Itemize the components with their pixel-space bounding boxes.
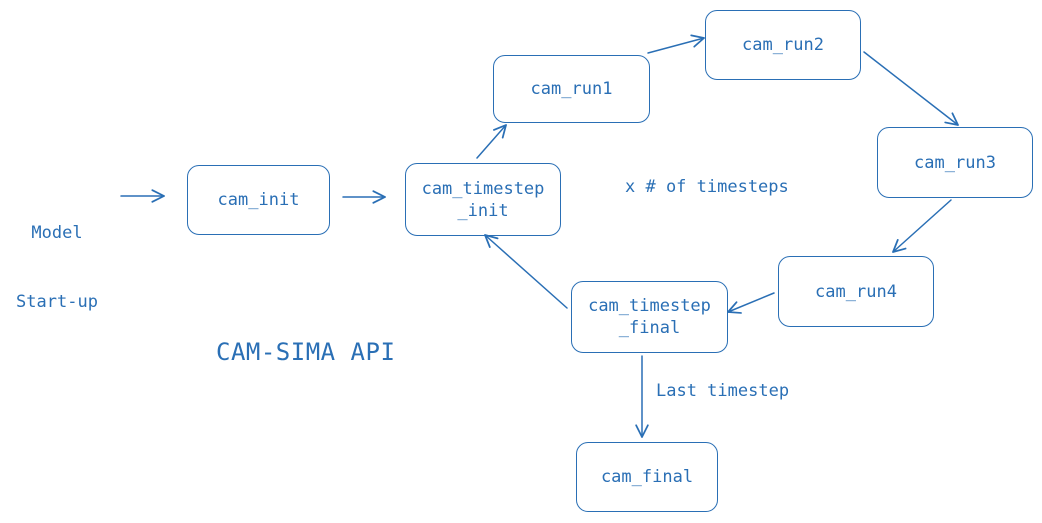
start-label-line-1: Model	[31, 223, 83, 243]
node-cam-init-label: cam_init	[217, 190, 300, 210]
node-cam-final-label: cam_final	[600, 467, 694, 487]
node-cam-timestep-final-label-1: cam_timestep	[588, 296, 711, 316]
exit-label: Last timestep	[656, 381, 790, 401]
node-cam-run3[interactable]: cam_run3	[877, 127, 1033, 198]
node-cam-timestep-final[interactable]: cam_timestep _final	[571, 281, 728, 353]
node-cam-run4[interactable]: cam_run4	[778, 256, 934, 327]
node-cam-run4-label: cam_run4	[815, 281, 897, 302]
edge-run4-to-timestep-final	[727, 292, 775, 314]
node-cam-final[interactable]: cam_final	[576, 442, 718, 512]
node-cam-init[interactable]: cam_init	[187, 165, 330, 235]
node-cam-run3-label: cam_run3	[914, 152, 996, 173]
loop-label: x # of timesteps	[625, 177, 789, 197]
node-cam-run1[interactable]: cam_run1	[493, 55, 650, 123]
edge-timestep-init-to-run1	[476, 124, 507, 159]
node-cam-timestep-init-label-2: _init	[457, 200, 509, 221]
edge-run1-to-run2	[647, 34, 705, 54]
node-cam-run1-label: cam_run1	[530, 79, 613, 99]
node-cam-timestep-init-label-1: cam_timestep	[421, 178, 545, 199]
edge-run3-to-run4	[892, 199, 952, 253]
node-cam-run2[interactable]: cam_run2	[705, 10, 861, 80]
node-cam-run2-label: cam_run2	[742, 35, 824, 55]
edge-run2-to-run3	[863, 51, 959, 126]
diagram-title: CAM-SIMA API	[216, 338, 396, 366]
start-label-line-2: Start-up	[16, 292, 98, 312]
node-cam-timestep-init[interactable]: cam_timestep _init	[405, 163, 561, 236]
node-cam-timestep-final-label-2: _final	[618, 318, 681, 338]
start-label: Model Start-up	[8, 176, 106, 337]
edge-timestep-final-to-timestep-init	[484, 234, 568, 309]
